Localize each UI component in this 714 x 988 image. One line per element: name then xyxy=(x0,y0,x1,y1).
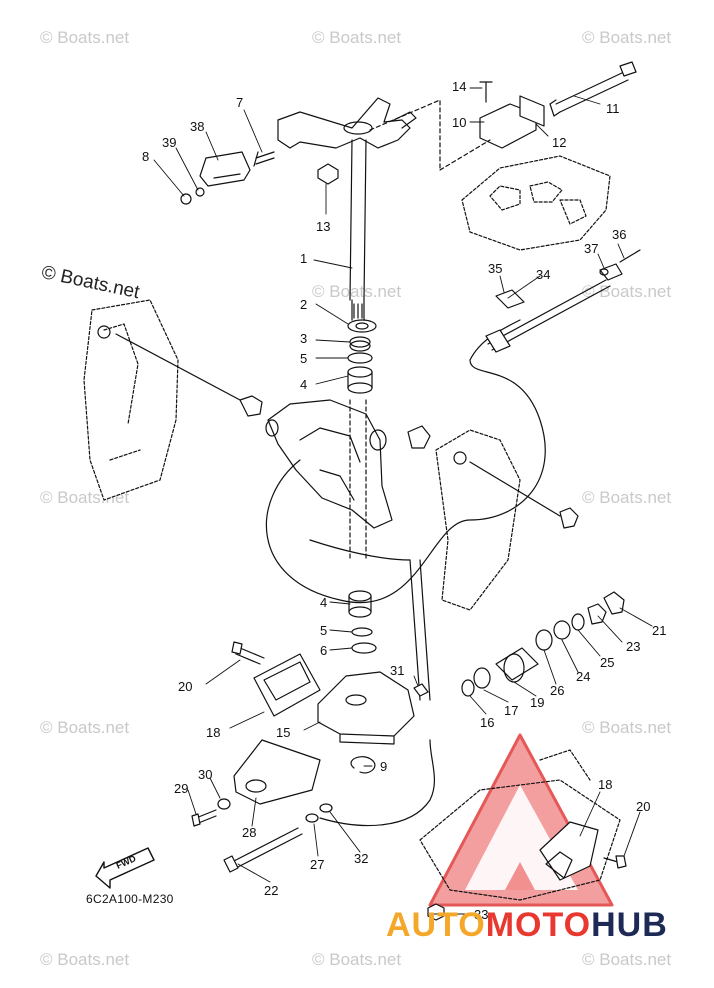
callout-4: 4 xyxy=(300,377,308,392)
callout-36: 36 xyxy=(612,227,627,242)
callout-17: 17 xyxy=(504,703,519,718)
brand-part-2: MOTO xyxy=(485,906,592,944)
grommet-18-right xyxy=(539,821,599,881)
watermark: © Boats.net xyxy=(582,950,672,969)
callout-37: 37 xyxy=(584,241,599,256)
callout-5: 5 xyxy=(320,623,328,638)
watermark: © Boats.net xyxy=(312,282,402,301)
fwd-arrow xyxy=(95,847,155,889)
callout-18: 18 xyxy=(206,725,221,740)
left-clamp-bracket xyxy=(83,299,179,501)
callout-5: 5 xyxy=(300,351,308,366)
callout-10: 10 xyxy=(452,115,467,130)
callout-31: 31 xyxy=(390,663,405,678)
callout-7: 7 xyxy=(236,95,244,110)
plate-38 xyxy=(199,151,251,187)
callout-18: 18 xyxy=(598,777,613,792)
callout-12: 12 xyxy=(552,135,567,150)
bushing-4-upper xyxy=(347,371,373,389)
callout-6: 6 xyxy=(320,643,328,658)
callout-20: 20 xyxy=(178,679,193,694)
plate-28 xyxy=(233,739,321,805)
brand-part-3: HUB xyxy=(591,906,668,944)
callout-13: 13 xyxy=(316,219,331,234)
watermark: © Boats.net xyxy=(40,950,130,969)
watermark: © Boats.net xyxy=(582,28,672,47)
callout-3: 3 xyxy=(300,331,308,346)
callout-35: 35 xyxy=(488,261,503,276)
callout-8: 8 xyxy=(142,149,150,164)
bolt-22 xyxy=(231,827,303,869)
callout-38: 38 xyxy=(190,119,205,134)
callout-26: 26 xyxy=(550,683,565,698)
callout-16: 16 xyxy=(480,715,495,730)
diagram-code: 6C2A100-M230 xyxy=(86,892,174,906)
callout-34: 34 xyxy=(536,267,551,282)
brand-triangle-logo xyxy=(428,733,614,907)
callout-9: 9 xyxy=(380,759,388,774)
cable-34 xyxy=(487,279,611,351)
bolt-11 xyxy=(555,71,629,113)
watermark: © Boats.net xyxy=(312,28,402,47)
callout-20: 20 xyxy=(636,799,651,814)
watermark: © Boats.net xyxy=(582,282,672,301)
steering-bracket xyxy=(277,97,411,149)
callout-24: 24 xyxy=(576,669,591,684)
watermark: © Boats.net xyxy=(312,950,402,969)
callout-33: 33 xyxy=(474,907,489,922)
grommet-18-left xyxy=(253,653,321,717)
callout-28: 28 xyxy=(242,825,257,840)
watermark: © Boats.net xyxy=(582,718,672,737)
callout-27: 27 xyxy=(310,857,325,872)
callout-21: 21 xyxy=(652,623,667,638)
brand-wordmark: AUTOMOTOHUB xyxy=(386,906,668,945)
callout-29: 29 xyxy=(174,781,189,796)
brand-part-1: AUTO xyxy=(386,906,486,944)
hose-32 xyxy=(319,739,436,827)
callout-25: 25 xyxy=(600,655,615,670)
steering-shaft xyxy=(349,139,367,301)
callout-22: 22 xyxy=(264,883,279,898)
callout-15: 15 xyxy=(276,725,291,740)
callout-11: 11 xyxy=(606,101,620,116)
callout-39: 39 xyxy=(162,135,177,150)
callout-19: 19 xyxy=(530,695,545,710)
watermark: © Boats.net xyxy=(40,718,130,737)
callout-32: 32 xyxy=(354,851,369,866)
callout-4: 4 xyxy=(320,595,328,610)
callout-2: 2 xyxy=(300,297,308,312)
callout-23: 23 xyxy=(626,639,641,654)
bushing-19 xyxy=(495,647,539,681)
callout-1: 1 xyxy=(300,251,308,266)
callout-30: 30 xyxy=(198,767,213,782)
bottom-cowling xyxy=(461,155,611,251)
swivel-bracket xyxy=(267,399,393,529)
lower-housing xyxy=(419,779,621,901)
watermark: © Boats.net xyxy=(582,488,672,507)
watermark: © Boats.net xyxy=(40,28,130,47)
steering-cable-outline xyxy=(265,359,546,604)
steering-arm xyxy=(317,671,415,737)
callout-14: 14 xyxy=(452,79,467,94)
